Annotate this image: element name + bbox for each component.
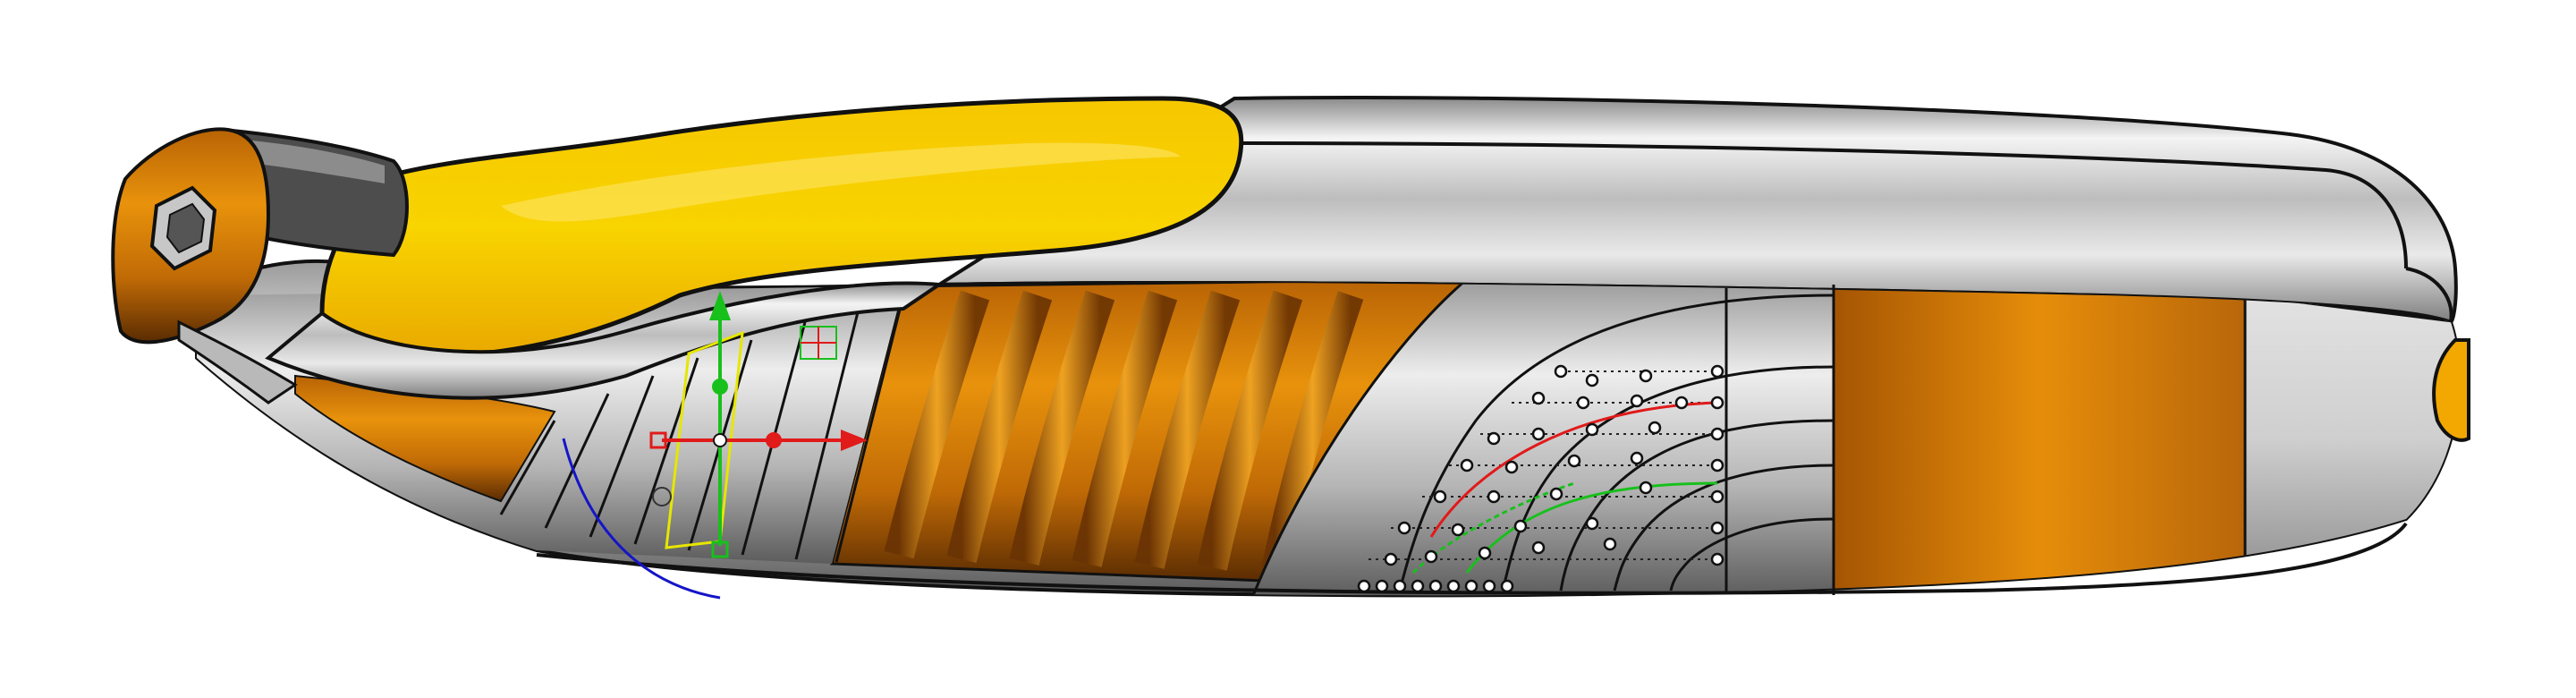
end-cap: [2243, 294, 2460, 583]
gizmo-y-box-handle[interactable]: [711, 541, 729, 558]
control-point-grid[interactable]: [1357, 364, 1724, 593]
gizmo-plane-square[interactable]: [800, 326, 837, 360]
head-neck-highlight: [233, 139, 385, 183]
gizmo-x-scale-handle[interactable]: [766, 432, 782, 448]
gizmo-y-arrow-icon[interactable]: [709, 291, 731, 320]
under-yellow-band: [265, 281, 945, 400]
body-edge-lines: [536, 141, 2453, 595]
rear-notch: [2432, 338, 2470, 442]
orange-band-rear: [1832, 283, 2247, 596]
cv-points[interactable]: [1357, 364, 1724, 593]
head-underside-slats: [177, 319, 298, 404]
slat-lines: [499, 294, 905, 563]
gizmo-rotate-arc[interactable]: [562, 438, 721, 600]
trimmer-body[interactable]: [195, 96, 2462, 598]
trimmer-head[interactable]: [111, 127, 409, 404]
gizmo-free-rotate-handle[interactable]: [652, 487, 672, 506]
head-socket-inner: [165, 202, 206, 254]
yellow-grip-highlight: [501, 142, 1181, 222]
grip-grooves: [884, 290, 1364, 573]
gizmo-y-scale-handle[interactable]: [712, 379, 728, 395]
transform-gizmo[interactable]: [562, 291, 868, 600]
gizmo-x-box-handle[interactable]: [649, 431, 667, 449]
swept-edge-curves: [1398, 285, 1835, 595]
gizmo-x-arrow-icon[interactable]: [841, 430, 868, 451]
gizmo-center-point[interactable]: [713, 433, 727, 447]
